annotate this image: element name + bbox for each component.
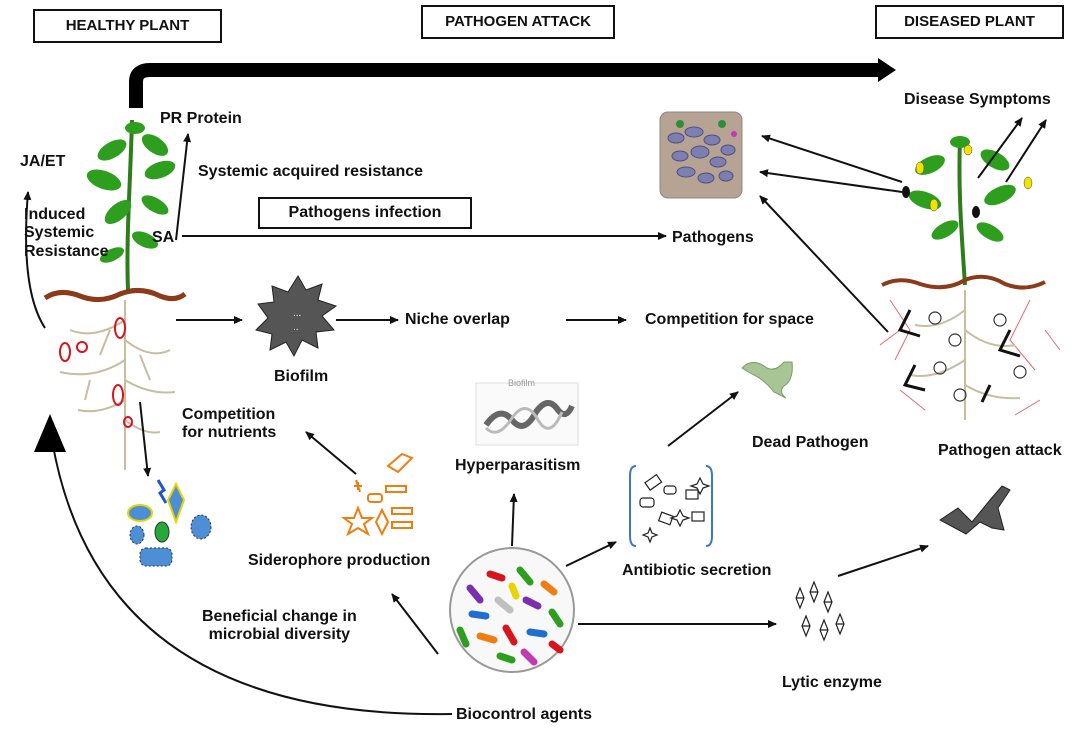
label-induced-systemic-resistance: Induced Systemic Resistance — [24, 206, 109, 260]
label-systemic-acquired-resistance: Systemic acquired resistance — [198, 163, 424, 180]
label-biofilm: Biofilm — [274, 368, 329, 385]
label-biofilm-inset: Biofilm — [508, 378, 536, 388]
label-pathogens: Pathogens — [672, 229, 754, 246]
label-hyperparasitism: Hyperparasitism — [455, 457, 581, 474]
label-sa: SA — [152, 229, 175, 246]
pathogen-cluster-image — [659, 111, 743, 199]
svg-text:...: ... — [293, 308, 301, 319]
siderophore-symbols — [341, 452, 414, 537]
hyperparasitism-image — [475, 382, 579, 446]
label-biocontrol-agents: Biocontrol agents — [456, 706, 593, 723]
arrows — [23, 117, 1047, 655]
healthy-plant-illustration — [43, 119, 187, 470]
header-healthy-plant: HEALTHY PLANT — [33, 9, 222, 43]
biocontrol-microbe-circle — [449, 547, 575, 673]
label-competition-for-space: Competition for space — [645, 311, 814, 328]
large-feedback-arrow — [34, 414, 453, 716]
label-competition-for-nutrients: Competition for nutrients — [182, 406, 277, 442]
box-pathogens-infection: Pathogens infection — [258, 197, 472, 229]
label-niche-overlap: Niche overlap — [405, 311, 510, 328]
label-lytic-enzyme: Lytic enzyme — [782, 674, 882, 691]
label-pr-protein: PR Protein — [160, 110, 242, 127]
pathogen-attack-shape — [939, 485, 1011, 535]
label-siderophore-production: Siderophore production — [248, 552, 431, 569]
header-pathogen-attack: PATHOGEN ATTACK — [421, 5, 615, 39]
lytic-enzyme-symbols — [795, 580, 845, 642]
rhizosphere-microbes — [127, 479, 212, 567]
dead-pathogen-shape — [741, 361, 793, 399]
label-disease-symptoms: Disease Symptoms — [904, 91, 1051, 108]
antibiotic-panel — [629, 465, 713, 547]
label-dead-pathogen: Dead Pathogen — [752, 434, 869, 451]
svg-text:..: .. — [293, 322, 299, 333]
diseased-plant-illustration — [879, 136, 1061, 420]
header-diseased-plant: DISEASED PLANT — [875, 5, 1064, 39]
biofilm-shape: ... .. — [255, 275, 338, 358]
label-pathogen-attack: Pathogen attack — [938, 442, 1062, 459]
label-ja-et: JA/ET — [20, 153, 66, 170]
top-progression-arrow — [129, 58, 896, 108]
label-beneficial-change: Beneficial change in microbial diversity — [202, 608, 357, 644]
label-antibiotic-secretion: Antibiotic secretion — [622, 562, 772, 579]
